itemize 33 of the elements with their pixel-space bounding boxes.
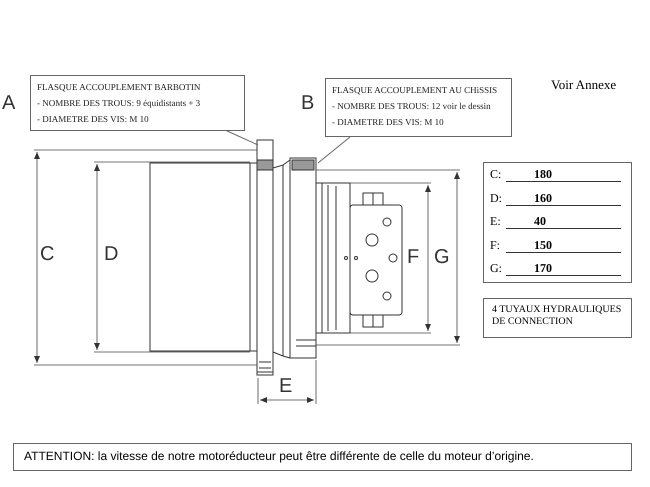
spec-line: - DIAMETRE DES VIS: M 10: [37, 113, 150, 126]
note-box: [483, 298, 632, 338]
dimension-key: C:: [490, 167, 506, 182]
warning-text: ATTENTION: la vitesse de notre motoréducteur peut être différente de celle du moteur d’origine.: [24, 449, 535, 463]
dimension-letter: C: [40, 243, 54, 266]
leader-line: [224, 130, 258, 146]
spec-line: - NOMBRE DES TROUS: 9 équidistants + 3: [37, 97, 202, 110]
dimension-value: 150: [506, 238, 621, 252]
callout-letter: A: [2, 92, 16, 115]
warning-box: [13, 443, 632, 471]
spec-line: - NOMBRE DES TROUS: 12 voir le dessin: [332, 100, 492, 113]
callout-heading: FLASQUE ACCOUPLEMENT BARBOTIN: [37, 81, 202, 94]
dimension-value: 180: [506, 167, 621, 182]
callout-box: [30, 75, 245, 131]
dimension-letter: D: [104, 243, 118, 266]
dimension-key: G:: [490, 261, 506, 276]
dimension-value: 40: [506, 214, 621, 229]
callout-heading: FLASQUE ACCOUPLEMENT AU CHiSSIS: [332, 84, 498, 97]
dimension-value: 160: [506, 190, 621, 206]
dimension-letter: E: [279, 375, 292, 398]
dimension-letter: G: [434, 246, 450, 269]
dimension-value: 170: [506, 261, 621, 276]
note-text: Voir Annexe: [551, 77, 616, 93]
dimension-key: E:: [490, 214, 506, 229]
dimension-key: F:: [490, 238, 506, 252]
spec-line: - DIAMETRE DES VIS: M 10: [332, 116, 445, 129]
dimension-letter: F: [407, 246, 420, 269]
callout-box: [325, 78, 512, 137]
leader-line: [318, 136, 350, 164]
dimension-table: [483, 162, 632, 283]
callout-letter: B: [301, 92, 314, 115]
note-text: 4 TUYAUX HYDRAULIQUES DE CONNECTION: [492, 304, 622, 328]
dimension-key: D:: [490, 190, 506, 206]
